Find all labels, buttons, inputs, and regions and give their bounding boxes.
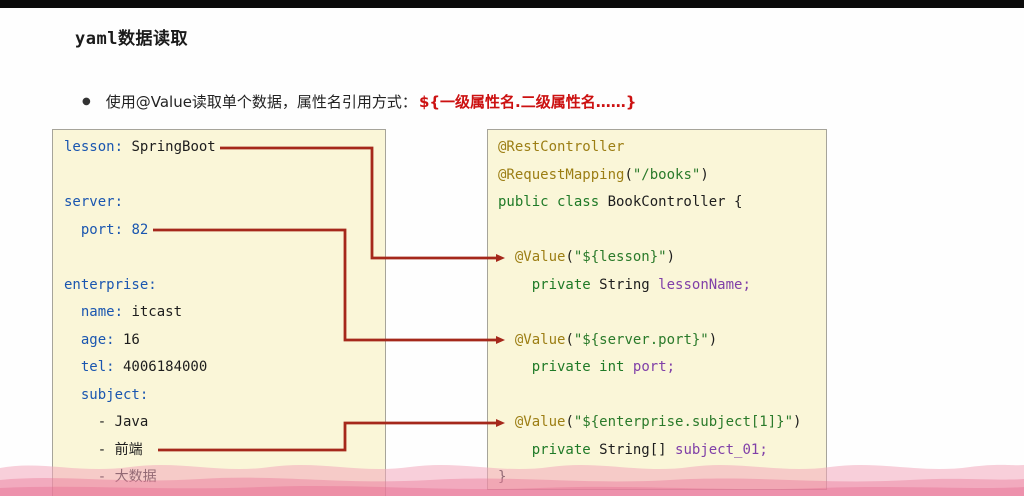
top-black-bar <box>0 0 1024 8</box>
bullet-row: ● 使用@Value读取单个数据，属性名引用方式：${一级属性名.二级属性名……… <box>82 91 636 112</box>
page-title: yaml数据读取 <box>75 29 188 49</box>
code-line: subject: <box>64 386 149 403</box>
code-line: @RestController <box>498 139 625 155</box>
code-line: - Java <box>64 414 149 430</box>
code-line: name: itcast <box>64 304 183 320</box>
code-line: public class BookController { <box>498 194 743 210</box>
code-line: @RequestMapping("/books") <box>498 166 709 183</box>
code-line: private String[] subject_01; <box>531 441 768 458</box>
code-line: @Value("${enterprise.subject[1]}") <box>514 414 802 430</box>
yaml-code-panel: lesson: SpringBoot server: port: 82 ente… <box>52 129 386 496</box>
code-line: enterprise: <box>64 276 157 293</box>
code-line: private int port; <box>531 359 676 375</box>
bullet-text: 使用@Value读取单个数据，属性名引用方式： <box>105 93 417 111</box>
code-line: age: 16 <box>64 331 140 348</box>
code-line: tel: 4006184000 <box>64 359 208 375</box>
code-line: @Value("${lesson}") <box>514 249 676 265</box>
code-line: private String lessonName; <box>531 276 751 293</box>
code-line: @Value("${server.port}") <box>514 331 718 348</box>
code-line: port: 82 <box>64 221 149 238</box>
code-line <box>498 382 818 410</box>
code-line: - 前端 <box>64 441 143 458</box>
bullet-marker-icon: ● <box>82 95 91 107</box>
code-line <box>64 162 377 190</box>
code-line: - 大数据 <box>64 469 157 485</box>
code-line <box>498 217 818 245</box>
code-line: server: <box>64 194 124 210</box>
code-line <box>498 299 818 327</box>
java-code-panel: @RestController @RequestMapping("/books")… <box>487 129 827 490</box>
code-line: lesson: SpringBoot <box>64 139 216 155</box>
code-line <box>64 244 377 272</box>
bullet-highlight-text: ${一级属性名.二级属性名……} <box>418 93 637 111</box>
code-line: } <box>498 469 507 485</box>
